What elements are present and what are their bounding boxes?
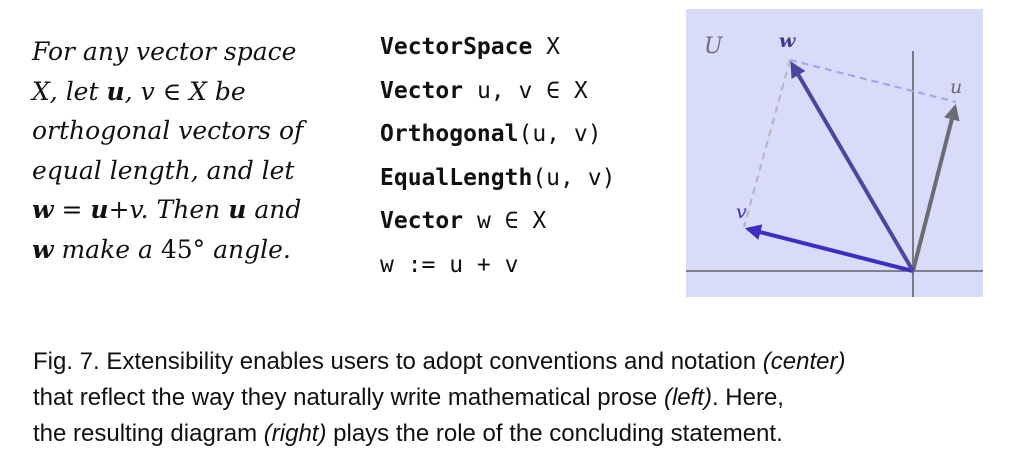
caption-emphasis: (center) [762, 348, 846, 375]
vector-w-label: w [779, 30, 796, 52]
caption-text: that reflect the way they naturally writ… [33, 384, 664, 411]
caption-text: Fig. 7. Extensibility enables users to a… [33, 348, 763, 375]
caption-line-2: that reflect the way they naturally writ… [33, 380, 1008, 416]
prose-line-1: For any vector space [32, 37, 297, 66]
code-line-4: EqualLength(u, v) [380, 157, 615, 201]
prose-text: , v ∈ X be [124, 76, 246, 106]
figure-caption: Fig. 7. Extensibility enables users to a… [33, 344, 1008, 452]
caption-text: plays the role of the concluding stateme… [326, 420, 783, 447]
prose-angle: 45° [160, 234, 206, 264]
code-args: (u, v) [532, 164, 616, 191]
prose-text: +v. Then [108, 195, 229, 224]
dashed-guide-v [742, 59, 792, 228]
prose-text: angle. [205, 234, 291, 264]
code-args: u, v ∈ X [463, 77, 588, 104]
code-args: (u, v) [518, 121, 602, 147]
prose-vector-w: w [32, 195, 54, 224]
prose-vector-w: w [32, 234, 54, 264]
code-listing: VectorSpace X Vector u, v ∈ X Orthogonal… [380, 26, 615, 287]
code-keyword: EqualLength [380, 164, 533, 191]
prose-vector-u: u [228, 195, 247, 224]
prose-vector-u: u [90, 195, 109, 224]
code-args: X [532, 34, 561, 60]
code-keyword: Vector [380, 77, 464, 104]
caption-emphasis: (right) [263, 420, 327, 447]
prose-text: and [246, 195, 302, 224]
code-keyword: VectorSpace [380, 34, 533, 60]
vector-w-arrow [790, 61, 915, 273]
vector-u-arrow [911, 103, 960, 272]
prose-text: make a [53, 234, 161, 264]
prose-line-3: orthogonal vectors of [32, 116, 304, 145]
vector-v-arrow [744, 224, 914, 273]
vector-diagram: U w u v [686, 9, 983, 297]
code-keyword: Orthogonal [380, 121, 519, 147]
code-line-1: VectorSpace X [380, 26, 615, 70]
caption-text: . Here, [711, 384, 784, 411]
vector-v-label: v [736, 201, 747, 223]
prose-line-4: equal length, and let [32, 155, 295, 185]
code-line-2: Vector u, v ∈ X [380, 70, 615, 114]
code-line-5: Vector w ∈ X [380, 200, 615, 244]
dashed-guide-u [789, 58, 957, 104]
code-args: w ∈ X [463, 208, 547, 234]
prose-text: X, let [32, 76, 107, 106]
prose-statement: For any vector space X, let u, v ∈ X be … [32, 32, 312, 269]
code-keyword: Vector [380, 208, 464, 234]
code-line-6: w := u + v [380, 251, 519, 278]
prose-line-2: X, let u, v ∈ X be [32, 72, 312, 112]
caption-line-1: Fig. 7. Extensibility enables users to a… [33, 344, 1008, 380]
space-label: U [704, 34, 724, 59]
caption-line-3: the resulting diagram (right) plays the … [33, 416, 1008, 452]
prose-line-5: w = u+v. Then u and [32, 190, 312, 230]
vector-u-label: u [950, 76, 962, 98]
prose-text: = [53, 195, 91, 224]
code-line-3: Orthogonal(u, v) [380, 113, 615, 157]
caption-text: the resulting diagram [33, 420, 264, 447]
vector-diagram-svg: U w u v [686, 30, 983, 297]
prose-line-6: w make a 45° angle. [32, 230, 312, 270]
caption-emphasis: (left) [663, 384, 712, 411]
prose-vector-u: u [106, 76, 125, 106]
